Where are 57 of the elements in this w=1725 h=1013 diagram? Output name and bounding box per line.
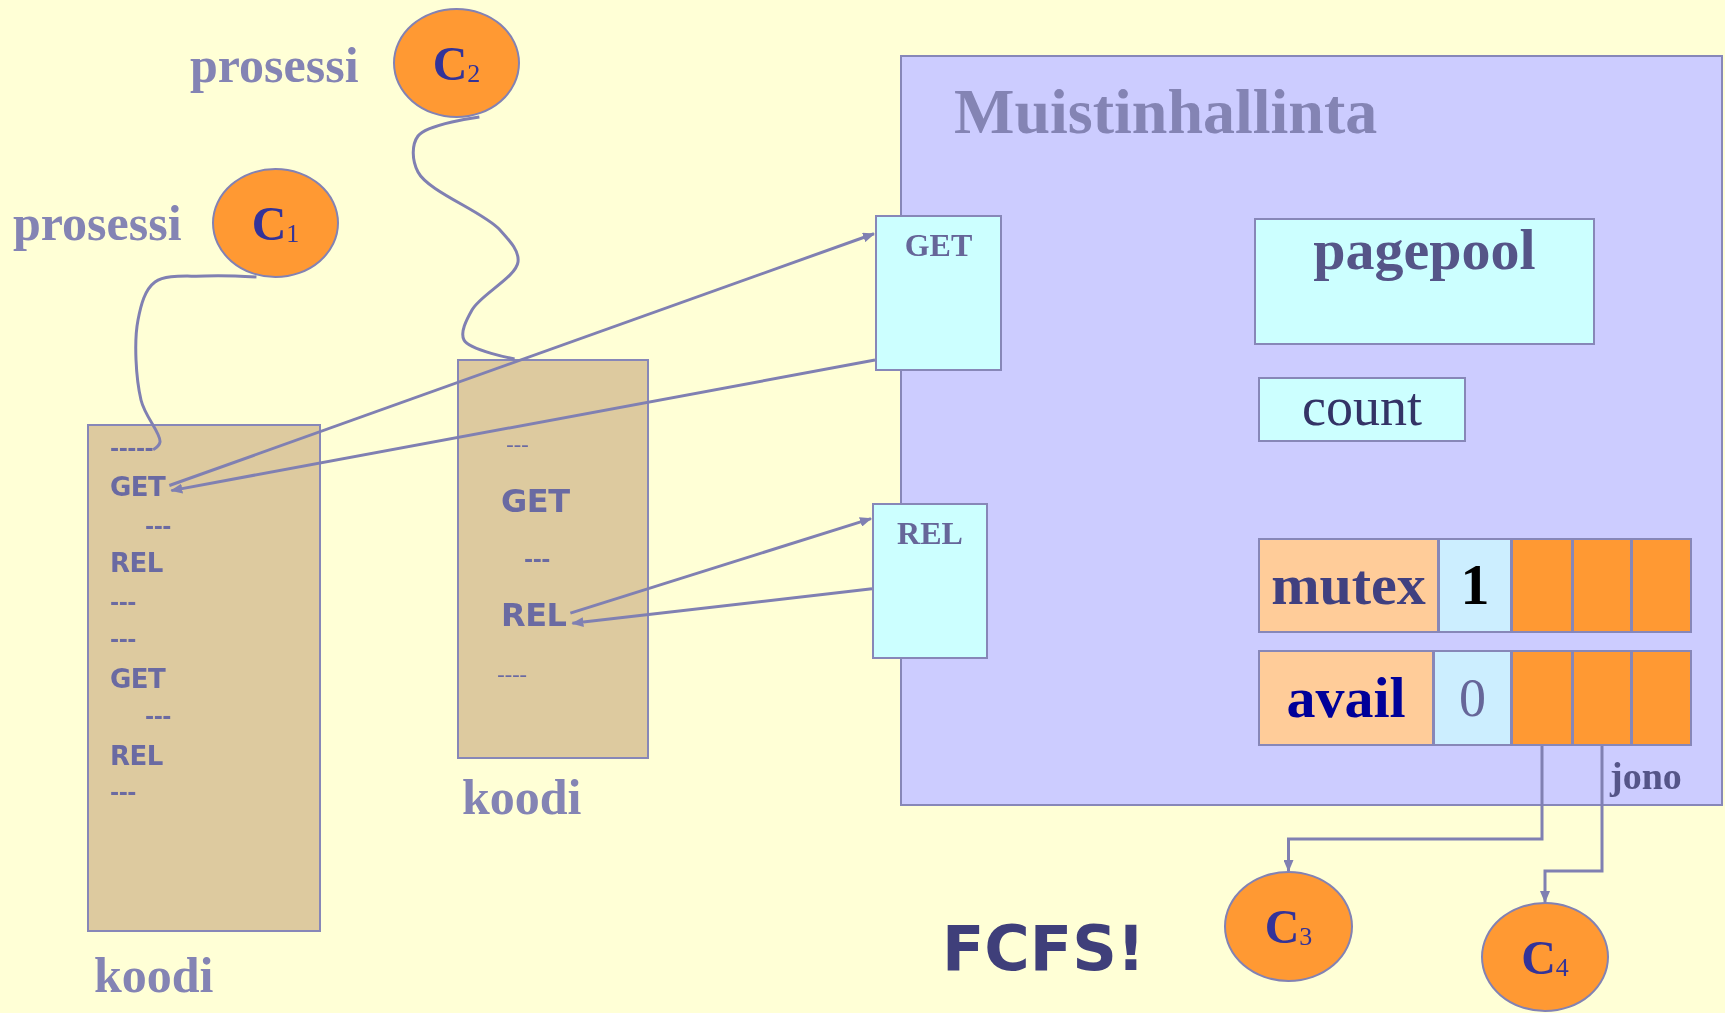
field-text: 1 <box>1460 555 1490 616</box>
code-line: REL <box>110 548 163 578</box>
code-line: ---- <box>497 662 527 687</box>
field-cell <box>1438 538 1512 633</box>
code-label: koodi <box>462 768 582 826</box>
queue-cell <box>1511 538 1573 633</box>
code-line: --- <box>506 432 529 457</box>
arrow <box>569 517 872 615</box>
code-line: --- <box>110 627 136 652</box>
field-text: 0 <box>1459 669 1486 727</box>
arrow <box>1283 746 1544 872</box>
queue-cell <box>1572 538 1632 633</box>
arrow <box>170 358 876 494</box>
operation-box <box>872 503 988 659</box>
code-line: --- <box>110 780 136 805</box>
field-cell <box>1258 538 1439 633</box>
code-box <box>457 359 649 759</box>
note-text: FCFS! <box>942 912 1146 985</box>
process-name: C$_{1}$ <box>251 195 300 251</box>
code-line: ----- <box>110 436 154 461</box>
code-line: --- <box>110 590 136 615</box>
arrow <box>571 587 873 628</box>
process-label: prosessi <box>190 36 359 94</box>
variable-name: count <box>1302 377 1422 437</box>
field-text: mutex <box>1271 555 1426 616</box>
process-name: C$_{3}$ <box>1264 899 1313 954</box>
queue-label: jono <box>1610 754 1682 798</box>
queue-cell <box>1631 650 1692 746</box>
code-line: --- <box>145 704 171 729</box>
code-line: GET <box>501 482 570 520</box>
field-cell <box>1433 650 1512 746</box>
code-line: GET <box>110 472 166 502</box>
queue-cell <box>1511 650 1573 746</box>
panel-title: Muistinhallinta <box>954 75 1378 149</box>
operation-box <box>875 215 1002 371</box>
code-line: REL <box>501 596 567 634</box>
arrow <box>1540 746 1604 903</box>
arrow <box>168 232 875 487</box>
code-line: GET <box>110 664 166 694</box>
variable-name: pagepool <box>1313 217 1536 282</box>
code-label: koodi <box>94 946 214 1004</box>
code-box <box>87 424 321 932</box>
queue-cell <box>1572 650 1632 746</box>
process-label: prosessi <box>13 194 182 252</box>
queue-cell <box>1631 538 1692 633</box>
field-cell <box>1258 650 1434 746</box>
field-text: avail <box>1286 667 1406 729</box>
code-line: --- <box>145 514 171 539</box>
variable-box <box>1254 218 1595 345</box>
process-name: C$_{2}$ <box>432 35 481 91</box>
code-line: REL <box>110 741 163 771</box>
operation-name: GET <box>904 227 973 264</box>
connector-line <box>411 115 520 361</box>
process-name: C$_{4}$ <box>1521 929 1569 985</box>
operation-name: REL <box>897 515 963 552</box>
variable-box <box>1258 377 1466 442</box>
code-line: --- <box>524 547 550 572</box>
